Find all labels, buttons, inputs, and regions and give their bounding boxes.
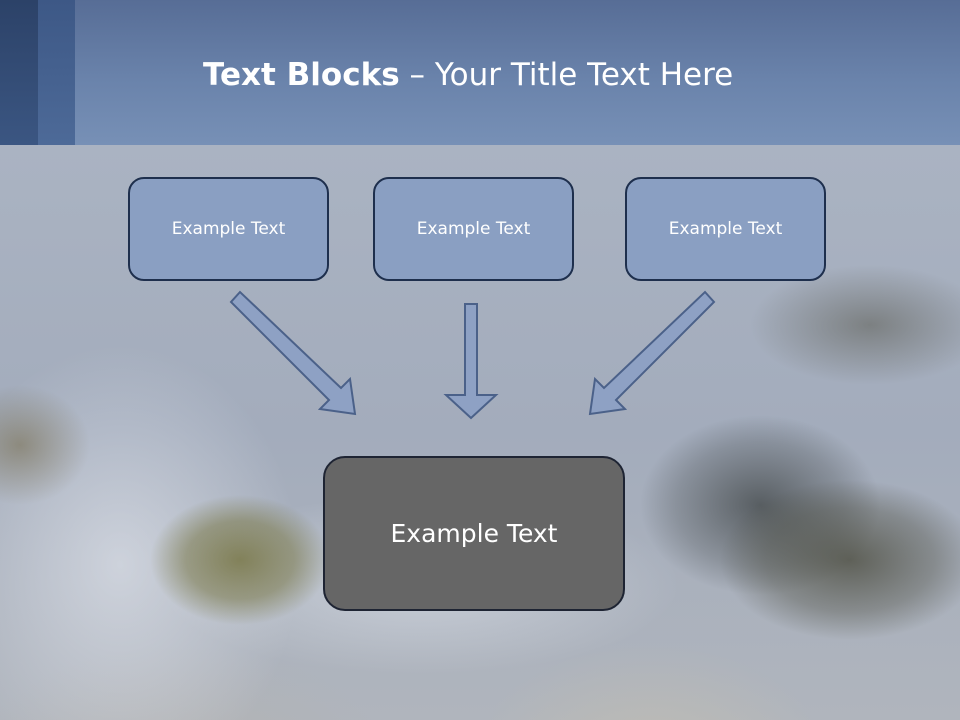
- slide-title: Text Blocks – Your Title Text Here: [203, 52, 733, 98]
- text-block-middle-label: Example Text: [416, 219, 531, 239]
- text-block-left: Example Text: [128, 177, 329, 281]
- text-block-center-label: Example Text: [390, 519, 558, 548]
- text-block-right: Example Text: [625, 177, 826, 281]
- text-block-center: Example Text: [323, 456, 625, 611]
- title-bar: Text Blocks – Your Title Text Here: [0, 0, 960, 145]
- text-block-left-label: Example Text: [171, 219, 286, 239]
- accent-stripe-dark: [0, 0, 38, 145]
- text-block-right-label: Example Text: [668, 219, 783, 239]
- text-block-middle: Example Text: [373, 177, 574, 281]
- arrow-left-to-center: [229, 290, 357, 416]
- title-bold-part: Text Blocks: [203, 57, 400, 93]
- arrow-right-to-center: [588, 290, 716, 416]
- arrow-middle-to-center: [443, 303, 499, 420]
- title-regular-part: – Your Title Text Here: [399, 57, 734, 93]
- accent-stripe-medium: [38, 0, 75, 145]
